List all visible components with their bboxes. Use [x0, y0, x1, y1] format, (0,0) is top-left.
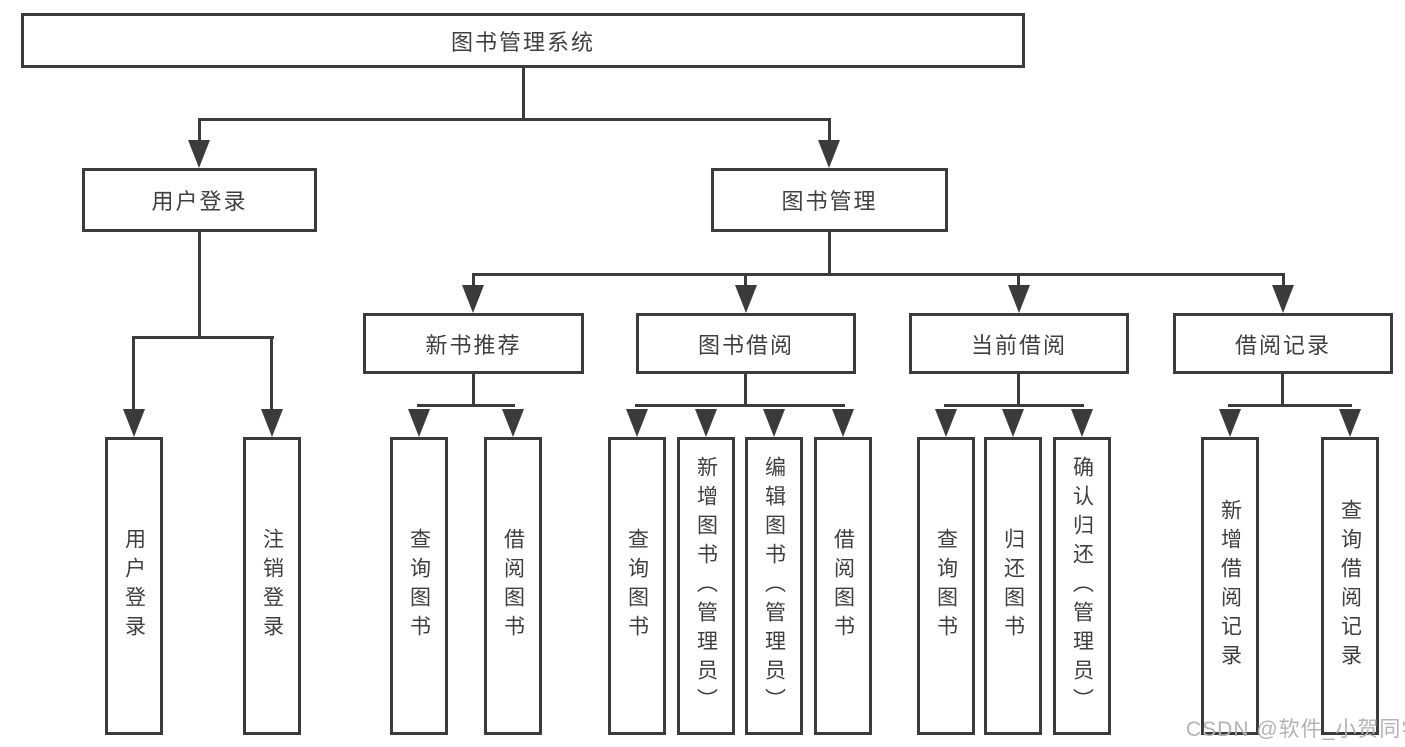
leaf-add-borrow-record: 新增借阅记录	[1201, 437, 1259, 735]
node-label: 当前借阅	[970, 332, 1067, 358]
node-label: 借阅记录	[1234, 332, 1331, 358]
connector-book-borrow-branch	[635, 404, 845, 407]
leaf-label: 查询图书	[934, 528, 958, 644]
connector-level3-drop	[1282, 273, 1285, 287]
node-label: 图书管理系统	[450, 29, 595, 55]
leaf-borrow-books-recommend: 借阅图书	[484, 437, 542, 735]
node-borrowing-records: 借阅记录	[1173, 313, 1393, 374]
connector-new-book-stem	[472, 374, 475, 407]
leaf-query-borrow-record: 查询借阅记录	[1321, 437, 1379, 735]
connector-records-branch	[1228, 404, 1352, 407]
connector-level3-drop	[744, 273, 747, 287]
connector-user-login-branch	[132, 336, 274, 339]
connector-book-mgmt-drop	[828, 118, 831, 143]
leaf-label: 查询图书	[625, 528, 649, 644]
arrow-down-icon	[818, 140, 840, 168]
node-new-book-recommend: 新书推荐	[363, 313, 584, 374]
arrow-down-icon	[1071, 409, 1093, 437]
arrow-down-icon	[188, 140, 210, 168]
leaf-query-books-borrowing: 查询图书	[608, 437, 666, 735]
leaf-label: 编辑图书（管理员）	[762, 455, 786, 717]
arrow-down-icon	[1219, 409, 1241, 437]
arrow-down-icon	[261, 409, 283, 437]
connector-book-borrow-stem	[744, 374, 747, 407]
connector-level3-drop	[1017, 273, 1020, 287]
connector-current-borrow-stem	[1017, 374, 1020, 407]
connector-user-login-drop	[198, 118, 201, 143]
connector-current-borrow-branch	[944, 404, 1084, 407]
arrow-down-icon	[123, 409, 145, 437]
arrow-down-icon	[1339, 409, 1361, 437]
connector-book-mgmt-stem	[828, 232, 831, 273]
connector-new-book-branch	[417, 404, 515, 407]
leaf-label: 新增借阅记录	[1218, 499, 1242, 673]
node-user-login: 用户登录	[82, 168, 317, 232]
leaf-query-books-recommend: 查询图书	[390, 437, 448, 735]
arrow-down-icon	[1272, 285, 1294, 313]
node-label: 图书管理	[781, 189, 878, 214]
connector-leaf-drop	[132, 336, 135, 411]
node-book-borrowing: 图书借阅	[636, 313, 856, 374]
leaf-label: 用户登录	[122, 528, 146, 644]
node-label: 新书推荐	[425, 332, 522, 358]
csdn-watermark: CSDN @软件_小贺同学	[1186, 718, 1405, 741]
leaf-label: 查询图书	[407, 528, 431, 644]
node-label: 图书借阅	[697, 332, 794, 358]
arrow-down-icon	[763, 409, 785, 437]
arrow-down-icon	[695, 409, 717, 437]
leaf-confirm-return-admin: 确认归还（管理员）	[1053, 437, 1111, 735]
leaf-label: 借阅图书	[831, 528, 855, 644]
leaf-borrow-books-borrowing: 借阅图书	[814, 437, 872, 735]
leaf-label: 新增图书（管理员）	[694, 455, 718, 717]
connector-level3-branch	[472, 273, 1285, 276]
leaf-edit-book-admin: 编辑图书（管理员）	[745, 437, 803, 735]
node-book-management: 图书管理	[711, 168, 948, 232]
connector-records-stem	[1281, 374, 1284, 407]
leaf-label: 归还图书	[1001, 528, 1025, 644]
arrow-down-icon	[935, 409, 957, 437]
arrow-down-icon	[626, 409, 648, 437]
connector-level3-drop	[472, 273, 475, 287]
leaf-return-book: 归还图书	[984, 437, 1042, 735]
node-label: 用户登录	[151, 189, 248, 214]
arrow-down-icon	[832, 409, 854, 437]
arrow-down-icon	[462, 285, 484, 313]
leaf-label: 注销登录	[260, 528, 284, 644]
arrow-down-icon	[408, 409, 430, 437]
leaf-label: 确认归还（管理员）	[1070, 455, 1094, 717]
leaf-label: 借阅图书	[501, 528, 525, 644]
arrow-down-icon	[735, 285, 757, 313]
connector-level2-branch	[198, 118, 831, 121]
leaf-add-book-admin: 新增图书（管理员）	[677, 437, 735, 735]
node-current-borrowing: 当前借阅	[909, 313, 1129, 374]
connector-leaf-drop	[270, 336, 273, 411]
leaf-query-books-current: 查询图书	[917, 437, 975, 735]
arrow-down-icon	[1002, 409, 1024, 437]
leaf-label: 查询借阅记录	[1338, 499, 1362, 673]
connector-root-stem	[522, 68, 525, 118]
leaf-user-login: 用户登录	[105, 437, 163, 735]
connector-user-login-stem	[198, 232, 201, 336]
arrow-down-icon	[1008, 285, 1030, 313]
node-library-management-system: 图书管理系统	[21, 13, 1025, 68]
leaf-logout: 注销登录	[243, 437, 301, 735]
arrow-down-icon	[502, 409, 524, 437]
